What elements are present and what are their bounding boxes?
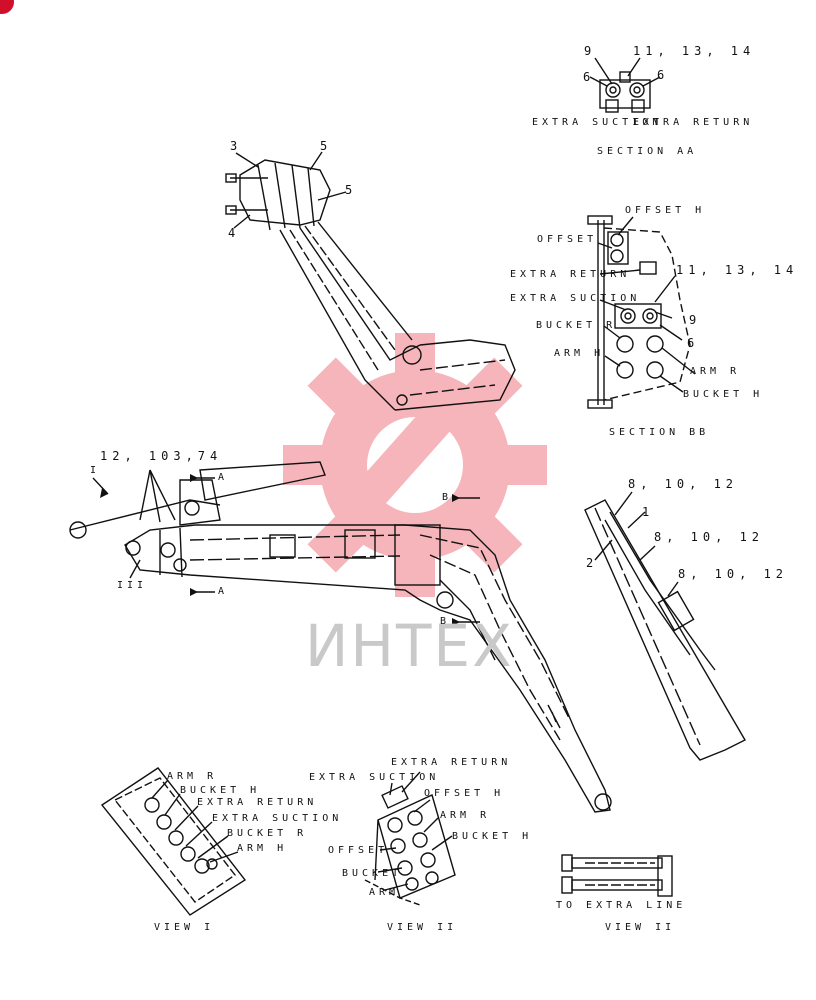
callout-8-10-12-c: 8, 10, 12 [678, 567, 789, 581]
callout-11-13-14-aa: 11, 13, 14 [633, 44, 756, 58]
callout-5-bottom: 5 [345, 183, 358, 197]
section-a-top-marker: A [218, 472, 229, 483]
callout-8-10-12-a: 8, 10, 12 [628, 477, 739, 491]
label-bucket-r-view-i: BUCKET R [227, 828, 308, 839]
label-extra-suction-bb: EXTRA SUCTION [510, 293, 641, 304]
callout-4: 4 [228, 226, 241, 240]
title-section-aa: SECTION AA [597, 146, 698, 157]
title-view-ii-right: VIEW II [605, 922, 676, 933]
title-view-ii-center: VIEW II [387, 922, 458, 933]
view-ii-right-block [561, 854, 673, 897]
label-extra-return-bb: EXTRA RETURN [510, 269, 631, 280]
label-offset-h-view-ii: OFFSET H [424, 788, 505, 799]
side-detail-assembly [584, 491, 746, 761]
label-extra-suction-aa: EXTRA SUCTION [532, 117, 663, 128]
callout-5-top: 5 [320, 139, 333, 153]
label-arm-h-view-i: ARM H [237, 843, 288, 854]
label-to-extra-line: TO EXTRA LINE [556, 900, 687, 911]
label-extra-suction-view-ii: EXTRA SUCTION [309, 772, 440, 783]
label-bucket-h-bb: BUCKET H [683, 389, 764, 400]
callout-9-bb: 9 [689, 313, 702, 327]
callout-3: 3 [230, 139, 243, 153]
callout-6-right-aa: 6 [657, 68, 670, 82]
watermark-text: ИНТЕХ [305, 612, 514, 680]
label-extra-return-view-ii: EXTRA RETURN [391, 757, 512, 768]
marker-view-i: I [90, 465, 101, 476]
callout-1: 1 [642, 505, 655, 519]
callout-12-103-74: 12, 103,74 [100, 449, 223, 463]
title-view-i: VIEW I [154, 922, 215, 933]
section-bb-block [587, 215, 696, 409]
label-arm-r-view-ii: ARM R [440, 810, 491, 821]
section-aa-block [589, 57, 661, 113]
callout-8-10-12-b: 8, 10, 12 [654, 530, 765, 544]
main-boom-assembly [69, 461, 612, 813]
label-offset-bb: OFFSET [537, 234, 598, 245]
callout-6-bb: 6 [687, 336, 700, 350]
label-arm-r-bb: ARM R [690, 366, 741, 377]
label-bucket-r-bb: BUCKET R [536, 320, 617, 331]
callout-11-13-14-bb: 11, 13, 14 [676, 263, 799, 277]
label-extra-return-aa: EXTRA RETURN [633, 117, 754, 128]
section-b-top-marker: B [442, 492, 453, 503]
section-b-bottom-marker: B [440, 616, 451, 627]
view-i-block [100, 767, 247, 916]
label-bucket-h-view-i: BUCKET H [180, 785, 261, 796]
label-extra-return-view-i: EXTRA RETURN [197, 797, 318, 808]
label-arm-view-ii: ARM [369, 887, 400, 898]
label-extra-suction-view-i: EXTRA SUCTION [212, 813, 343, 824]
marker-view-iii: III [117, 580, 148, 591]
upper-arm-assembly [225, 151, 516, 411]
label-offset-view-ii: OFFSET [328, 845, 389, 856]
label-offset-h-bb: OFFSET H [625, 205, 706, 216]
callout-2: 2 [586, 556, 599, 570]
callout-9-aa: 9 [584, 44, 597, 58]
label-arm-h-bb: ARM H [554, 348, 605, 359]
label-arm-r-view-i: ARM R [167, 771, 218, 782]
gear-logo-icon [283, 333, 547, 597]
title-section-bb: SECTION BB [609, 427, 710, 438]
view-ii-center-block [364, 771, 456, 906]
label-bucket-view-ii: BUCKET [342, 868, 403, 879]
callout-6-left-aa: 6 [583, 70, 596, 84]
section-a-bottom-marker: A [218, 586, 229, 597]
label-bucket-h-view-ii: BUCKET H [452, 831, 533, 842]
